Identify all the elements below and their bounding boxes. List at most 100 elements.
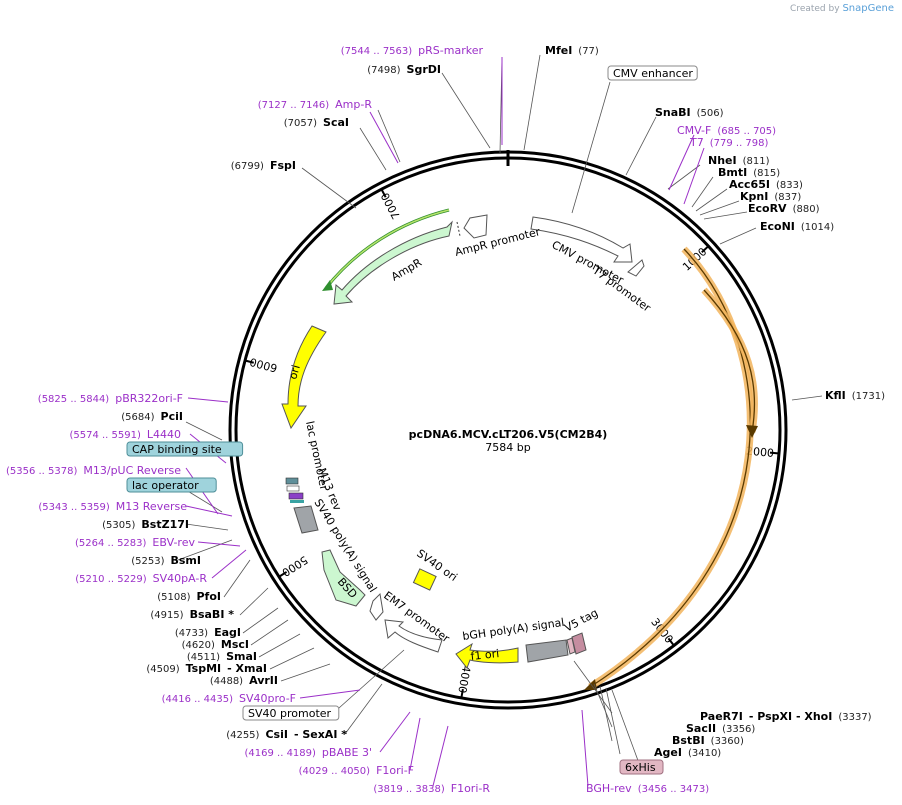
feature-label-bgh-polya: bGH poly(A) signal — [462, 616, 566, 643]
m13-reverse-range: (5343 .. 5359) — [38, 502, 110, 513]
bsmi-label[interactable]: (5253)BsmI — [131, 554, 201, 567]
paer7i-label[interactable]: PaeR7I- PspXI - XhoI(3337) — [700, 710, 872, 723]
f1ori-r-label[interactable]: (3819 .. 3838)F1ori-R — [373, 782, 490, 795]
bmti-name: BmtI — [718, 166, 747, 179]
econi-name: EcoNI — [760, 220, 795, 233]
feature-label-t7-promoter: T7 promoter — [589, 263, 653, 315]
pcii-label[interactable]: (5684)PciI — [121, 410, 183, 423]
cmv-f-range: (685 .. 705) — [717, 126, 776, 137]
ampr-promoter-divider — [456, 221, 461, 237]
msci-name: MscI — [221, 638, 249, 651]
bmti-num: (815) — [753, 168, 780, 179]
kfli-num: (1731) — [852, 391, 885, 402]
sacii-label[interactable]: SacII(3356) — [686, 722, 755, 735]
bgh-rev-label[interactable]: BGH-rev(3456 .. 3473) — [586, 782, 709, 795]
pfoi-label[interactable]: (5108)PfoI — [157, 590, 221, 603]
csii-name: CsiI — [265, 728, 287, 741]
pfoi-name: PfoI — [197, 590, 222, 603]
lac-operator-box-label[interactable]: lac operator — [132, 479, 199, 492]
mfei-label[interactable]: MfeI(77) — [545, 44, 599, 57]
csii-label[interactable]: (4255)CsiI- SexAI * — [226, 728, 347, 741]
orf-arrow-outer — [589, 248, 751, 688]
acc65i-name: Acc65I — [729, 178, 770, 191]
paer7i-name: PaeR7I — [700, 710, 743, 723]
ruler-label: 5000 — [279, 553, 310, 579]
feature-label-f1-ori: f1 ori — [470, 647, 500, 663]
ampr-highlight-head — [322, 280, 333, 291]
prs-marker-range: (7544 .. 7563) — [341, 46, 413, 57]
pbabe3-label[interactable]: (4169 .. 4189)pBABE 3' — [245, 746, 373, 759]
scai-label[interactable]: (7057)ScaI — [284, 116, 349, 129]
nhei-label[interactable]: NheI(811) — [708, 154, 770, 167]
l4440-range: (5574 .. 5591) — [69, 430, 141, 441]
mfei-num: (77) — [578, 46, 599, 57]
avrii-label[interactable]: (4488)AvrII — [210, 674, 278, 687]
plasmid-name: pcDNA6.MCV.cLT206.V5(CM2B4) — [409, 428, 608, 441]
prs-marker-label[interactable]: (7544 .. 7563) pRS-marker — [341, 44, 484, 57]
smai-label[interactable]: (4511)SmaI — [187, 650, 257, 663]
bmti-label[interactable]: BmtI (815) — [718, 166, 780, 179]
feature-label-v5-tag: V5 tag — [562, 606, 600, 634]
ampr-promoter-arrow — [463, 214, 488, 239]
econi-label[interactable]: EcoNI(1014) — [760, 220, 834, 233]
eagi-label[interactable]: (4733) EagI — [175, 626, 241, 639]
f1ori-f-label[interactable]: (4029 .. 4050)F1ori-F — [299, 764, 414, 777]
bsmi-name: BsmI — [171, 554, 202, 567]
sixhis-block — [566, 637, 576, 655]
cmv-f-name: CMV-F — [677, 124, 711, 137]
bstz17i-name: BstZ17I — [141, 518, 189, 531]
orf-arrow-inner — [703, 289, 756, 433]
kpni-label[interactable]: KpnI(837) — [740, 190, 801, 203]
f1ori-r-name: F1ori-R — [451, 782, 491, 795]
amp-r-label[interactable]: (7127 .. 7146)Amp-R — [258, 98, 373, 111]
ruler-label: 2000 — [746, 445, 775, 460]
sixhis-box-label[interactable]: 6xHis — [625, 761, 656, 774]
kfli-label[interactable]: KflI(1731) — [825, 389, 885, 402]
scai-num: (7057) — [284, 118, 317, 129]
tspmi-label[interactable]: (4509)TspMI- XmaI — [146, 662, 267, 675]
eagi-num: (4733) — [175, 628, 208, 639]
sv40pa-r-name: SV40pA-R — [153, 572, 208, 585]
sgrdi-name: SgrDI — [407, 63, 441, 76]
eagi-name: EagI — [214, 626, 241, 639]
cmv-f-label[interactable]: CMV-F (685 .. 705) — [677, 124, 776, 137]
plasmid-size: 7584 bp — [485, 441, 530, 454]
smai-name: SmaI — [226, 650, 257, 663]
sacii-name: SacII — [686, 722, 716, 735]
sv40-promoter-box-label[interactable]: SV40 promoter — [248, 707, 332, 720]
sgrdi-label[interactable]: (7498)SgrDI — [367, 63, 441, 76]
ebv-rev-range: (5264 .. 5283) — [75, 538, 147, 549]
lac-promoter-block — [290, 500, 304, 503]
ebv-rev-name: EBV-rev — [152, 536, 195, 549]
t7-label[interactable]: T7(779 .. 798) — [689, 136, 769, 149]
bstbi-label[interactable]: BstBI(3360) — [672, 734, 744, 747]
feature-label-ampr: AmpR — [389, 256, 424, 284]
fspi-label[interactable]: (6799)FspI — [231, 159, 296, 172]
sv40pro-f-label[interactable]: (4416 .. 4435)SV40pro-F — [162, 692, 296, 705]
pbr322ori-f-label[interactable]: (5825 .. 5844)pBR322ori-F — [38, 392, 183, 405]
f1-ori-arrow — [455, 642, 519, 670]
orf-arrowhead-outer — [584, 679, 597, 690]
ruler-tick — [667, 637, 675, 646]
sv40pa-r-label[interactable]: (5210 .. 5229)SV40pA-R — [75, 572, 207, 585]
ruler-label: 7000 — [378, 190, 403, 221]
m13-puc-rev-label[interactable]: (5356 .. 5378)M13/pUC Reverse — [6, 464, 181, 477]
m13-reverse-label[interactable]: (5343 .. 5359)M13 Reverse — [38, 500, 187, 513]
prs-marker-name: pRS-marker — [418, 44, 483, 57]
snabi-label[interactable]: SnaBI(506) — [655, 106, 724, 119]
lac-operator-block — [285, 477, 299, 485]
msci-label[interactable]: (4620)MscI — [182, 638, 249, 651]
pbabe3-range: (4169 .. 4189) — [245, 748, 317, 759]
agei-label[interactable]: AgeI(3410) — [654, 746, 721, 759]
ecorv-label[interactable]: EcoRV(880) — [748, 202, 820, 215]
cmv-enhancer-box-label[interactable]: CMV enhancer — [613, 67, 693, 80]
bstz17i-label[interactable]: (5305)BstZ17I — [102, 518, 189, 531]
ebv-rev-label[interactable]: (5264 .. 5283) EBV-rev — [75, 536, 195, 549]
cap-box-label[interactable]: CAP binding site — [132, 443, 222, 456]
l4440-label[interactable]: (5574 .. 5591)L4440 — [69, 428, 181, 441]
acc65i-label[interactable]: Acc65I(833) — [729, 178, 803, 191]
t7-name: T7 — [689, 136, 704, 149]
bsabi-label[interactable]: (4915)BsaBI * — [150, 608, 234, 621]
tspmi-extra: - XmaI — [227, 662, 267, 675]
